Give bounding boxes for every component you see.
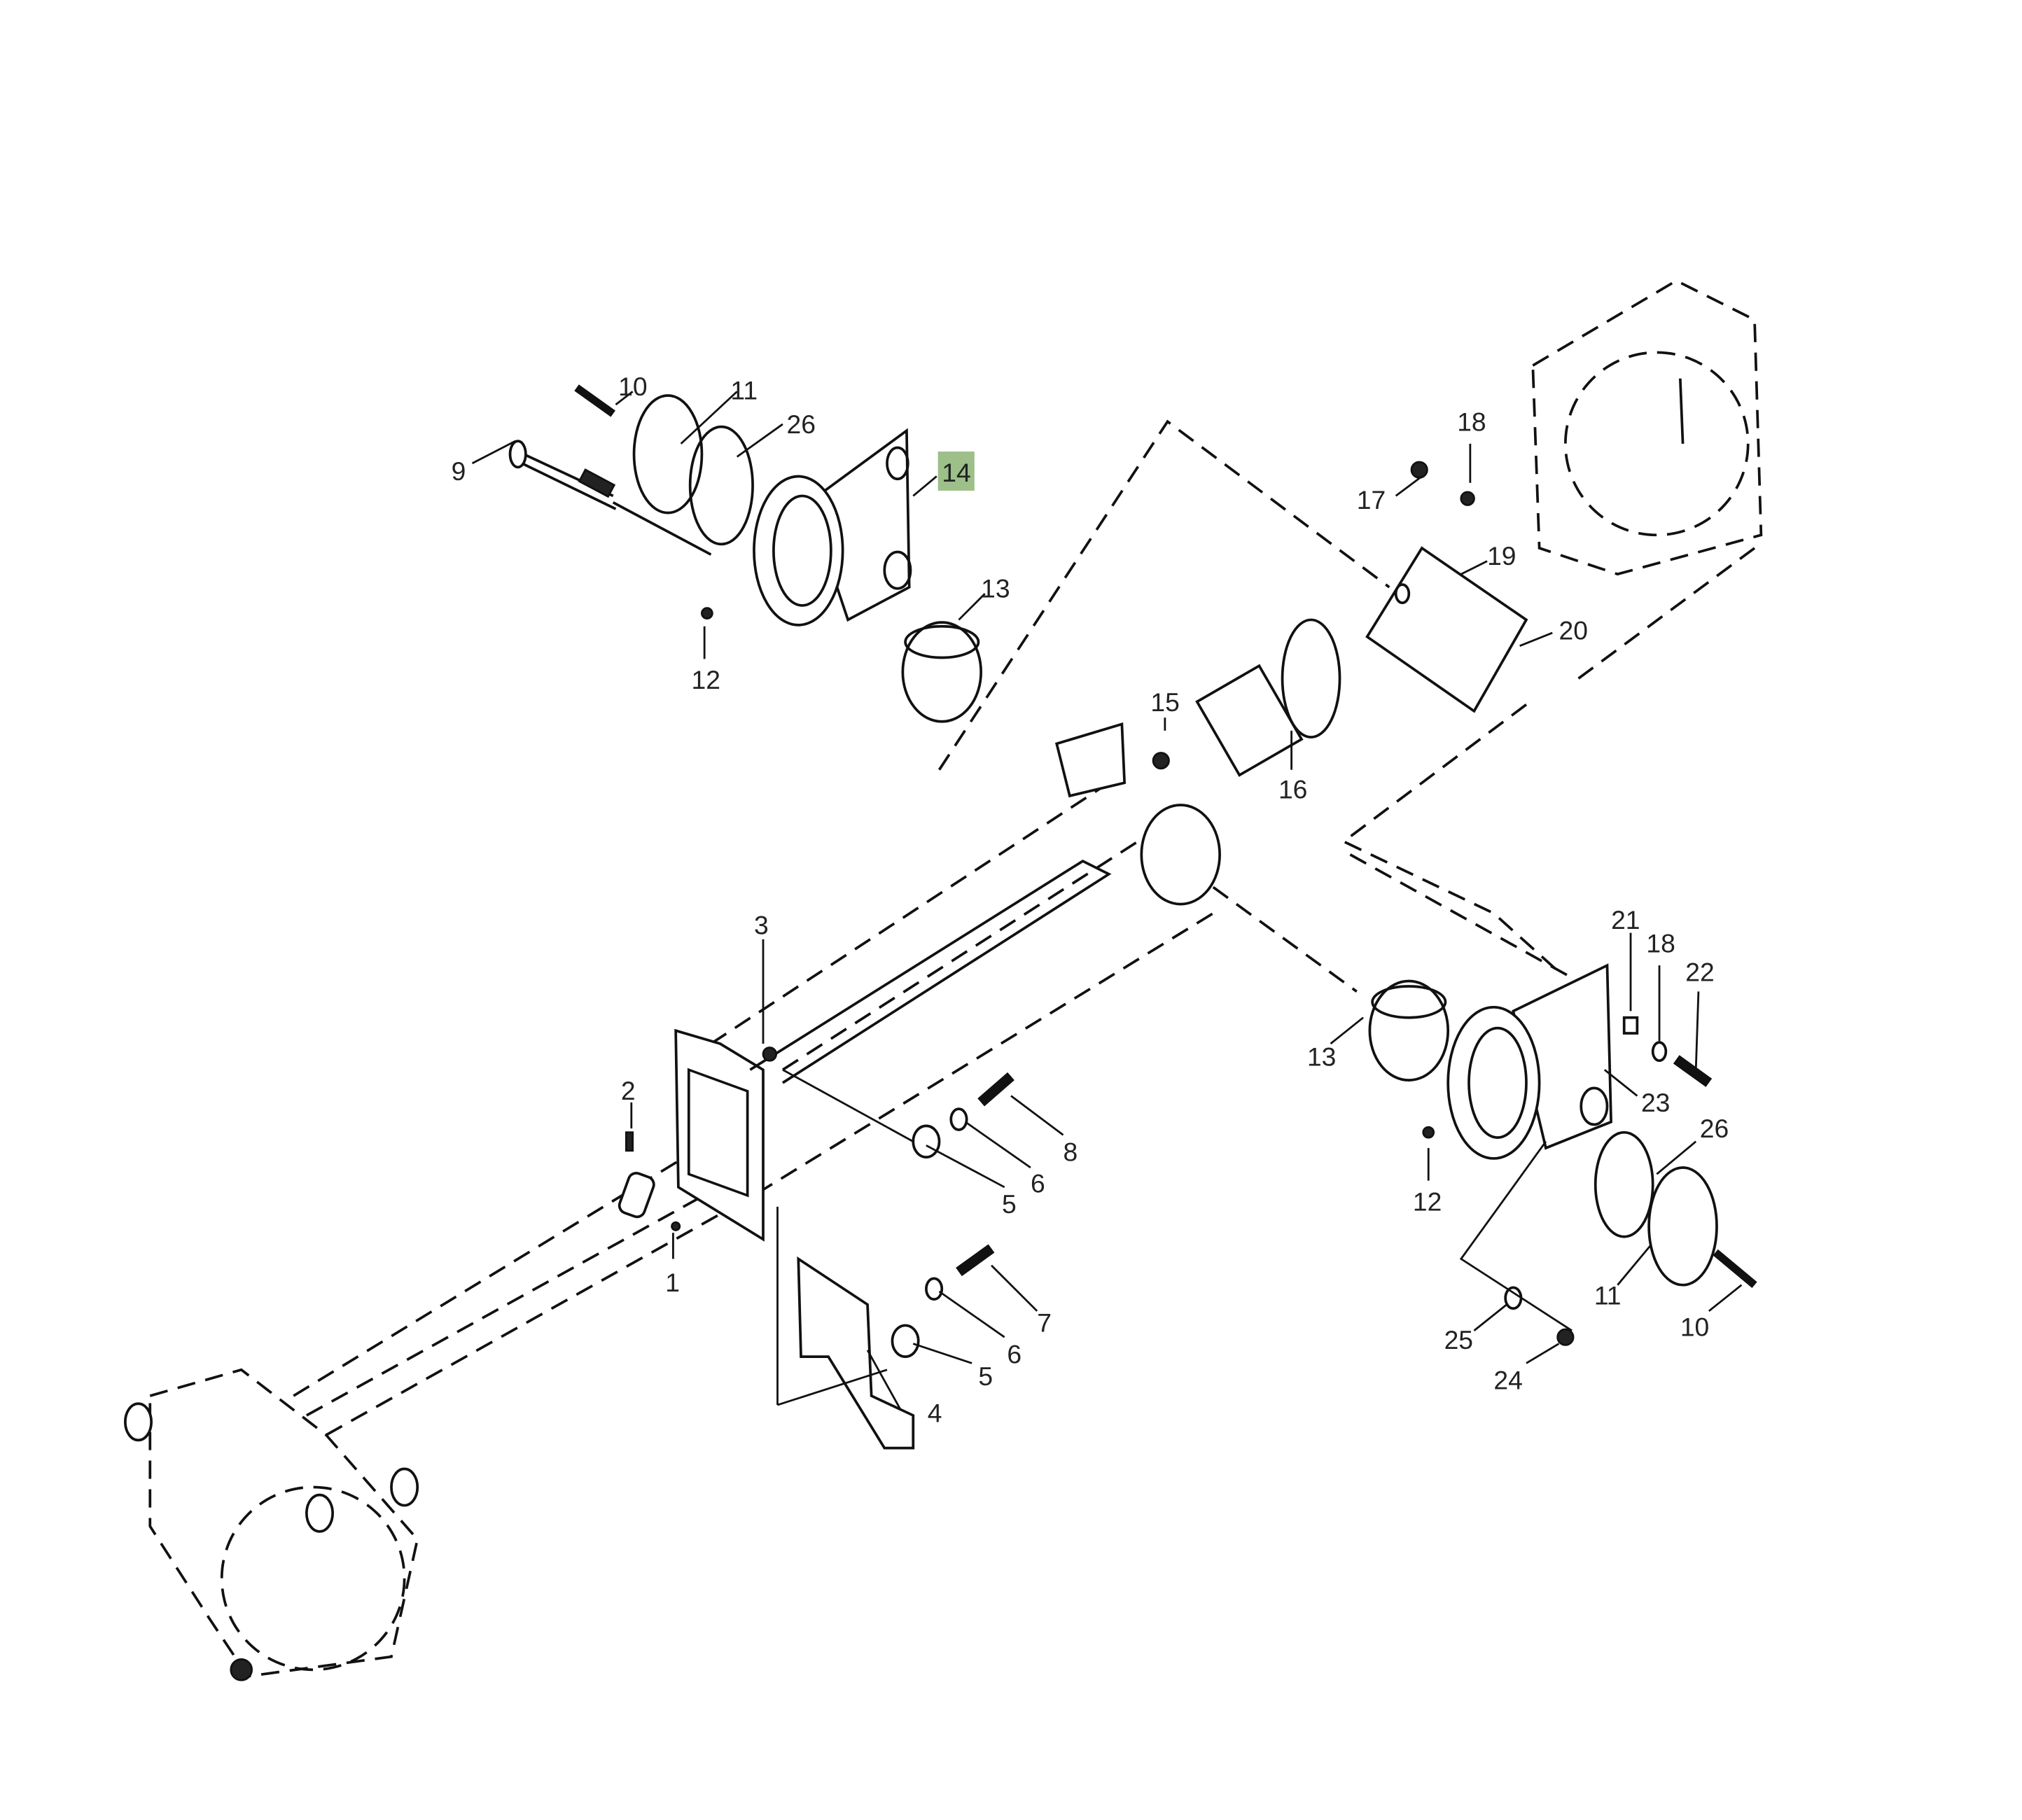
callout-16: 16 [1278, 775, 1307, 804]
callout-25: 25 [1444, 1325, 1473, 1354]
callout-15: 15 [1150, 687, 1179, 717]
callout-18: 18 [1457, 407, 1486, 436]
callout-3: 3 [754, 910, 769, 939]
callout-5: 5 [1002, 1189, 1017, 1219]
callout-10: 10 [1680, 1312, 1709, 1341]
callout-6: 6 [1031, 1168, 1045, 1198]
callout-2: 2 [621, 1076, 636, 1105]
callout-9: 9 [452, 456, 466, 486]
callout-8: 8 [1064, 1138, 1078, 1167]
callout-12: 12 [692, 665, 720, 694]
callout-13: 13 [1307, 1042, 1336, 1072]
left-gearbox [124, 1368, 419, 1681]
callout-10: 10 [618, 372, 647, 401]
assembly-guide-lines [293, 419, 1756, 1436]
lower-right-bearing-assembly [1368, 963, 1757, 1346]
callout-11: 11 [730, 376, 758, 405]
callout-6: 6 [1007, 1339, 1022, 1368]
callout-26: 26 [787, 410, 816, 439]
bracket-hardware [776, 1069, 1015, 1450]
callout-18: 18 [1646, 929, 1675, 958]
callout-24: 24 [1493, 1366, 1522, 1395]
callout-4: 4 [928, 1398, 942, 1427]
callout-14: 14 [942, 458, 970, 487]
callout-23: 23 [1641, 1088, 1670, 1117]
right-gearbox [1410, 279, 1763, 576]
callout-11: 11 [1594, 1281, 1622, 1310]
callout-12: 12 [1413, 1186, 1442, 1216]
callout-21: 21 [1611, 905, 1640, 934]
callout-14-highlight [937, 451, 975, 491]
callout-1: 1 [665, 1268, 680, 1297]
callout-13: 13 [981, 574, 1010, 603]
callout-17: 17 [1357, 485, 1386, 514]
callout-22: 22 [1685, 958, 1714, 987]
callout-7: 7 [1037, 1308, 1052, 1338]
callout-5: 5 [978, 1362, 993, 1391]
callout-26: 26 [1700, 1114, 1729, 1143]
callout-labels: 9 10 11 26 14 12 13 15 16 17 18 19 20 3 … [452, 372, 1729, 1427]
main-beam [618, 546, 1528, 1242]
callout-leaders [471, 391, 1743, 1410]
callout-20: 20 [1559, 615, 1588, 645]
callout-19: 19 [1487, 541, 1516, 570]
upper-bearing-assembly [508, 384, 983, 723]
